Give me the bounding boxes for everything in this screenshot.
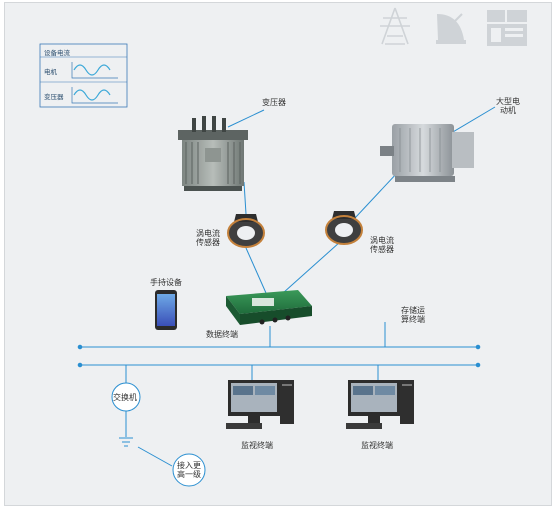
sensor-left-label: 涡电流 传感器 xyxy=(196,229,220,247)
sensor-left-label-line2: 传感器 xyxy=(196,238,220,247)
data-terminal-label: 数据终端 xyxy=(206,330,238,339)
storage-terminal-label-line2: 算终端 xyxy=(401,315,425,324)
eddy-sensor-right-image xyxy=(325,211,363,245)
monitor-right-image xyxy=(346,380,414,429)
uplink-label: 接入更 高一级 xyxy=(177,461,201,479)
storage-terminal-label-line1: 存储运 xyxy=(401,306,425,315)
diagram-frame xyxy=(4,2,552,506)
data-terminal-image xyxy=(226,290,312,325)
sensor-right-label-line1: 涡电流 xyxy=(370,236,394,245)
sensor-left-label-line1: 涡电流 xyxy=(196,229,220,238)
switch-label: 交换机 xyxy=(113,393,137,402)
sensor-right-label-line2: 传感器 xyxy=(370,245,394,254)
satellite-dish-icon xyxy=(436,13,466,44)
uplink-label-line2: 高一级 xyxy=(177,470,201,479)
storage-terminal-label: 存储运 算终端 xyxy=(401,306,425,324)
power-tower-icon xyxy=(380,7,410,45)
uplink-label-line1: 接入更 xyxy=(177,461,201,470)
legend-title: 设备电流 xyxy=(44,49,70,57)
connection-lines xyxy=(77,106,496,467)
sensor-right-label: 涡电流 传感器 xyxy=(370,236,394,254)
switch-node xyxy=(111,382,141,412)
uplink-node xyxy=(172,453,206,487)
current-legend xyxy=(39,43,128,108)
motor-label-line2: 动机 xyxy=(500,106,516,115)
transformer-label: 变压器 xyxy=(262,98,286,107)
motor-label-line1: 大型电 xyxy=(496,97,520,106)
motor-label: 大型电 动机 xyxy=(496,97,520,115)
server-rack-icon xyxy=(487,10,527,46)
large-motor-image xyxy=(380,124,474,182)
eddy-sensor-left-image xyxy=(227,214,265,248)
monitor-left-image xyxy=(226,380,294,429)
monitor-left-label: 监视终端 xyxy=(241,441,273,450)
legend-row-transformer: 变压器 xyxy=(44,93,64,101)
handheld-label: 手持设备 xyxy=(150,278,182,287)
legend-row-motor: 电机 xyxy=(44,68,57,76)
handheld-device-image xyxy=(155,290,177,330)
transformer-image xyxy=(178,116,248,191)
monitor-right-label: 监视终端 xyxy=(361,441,393,450)
